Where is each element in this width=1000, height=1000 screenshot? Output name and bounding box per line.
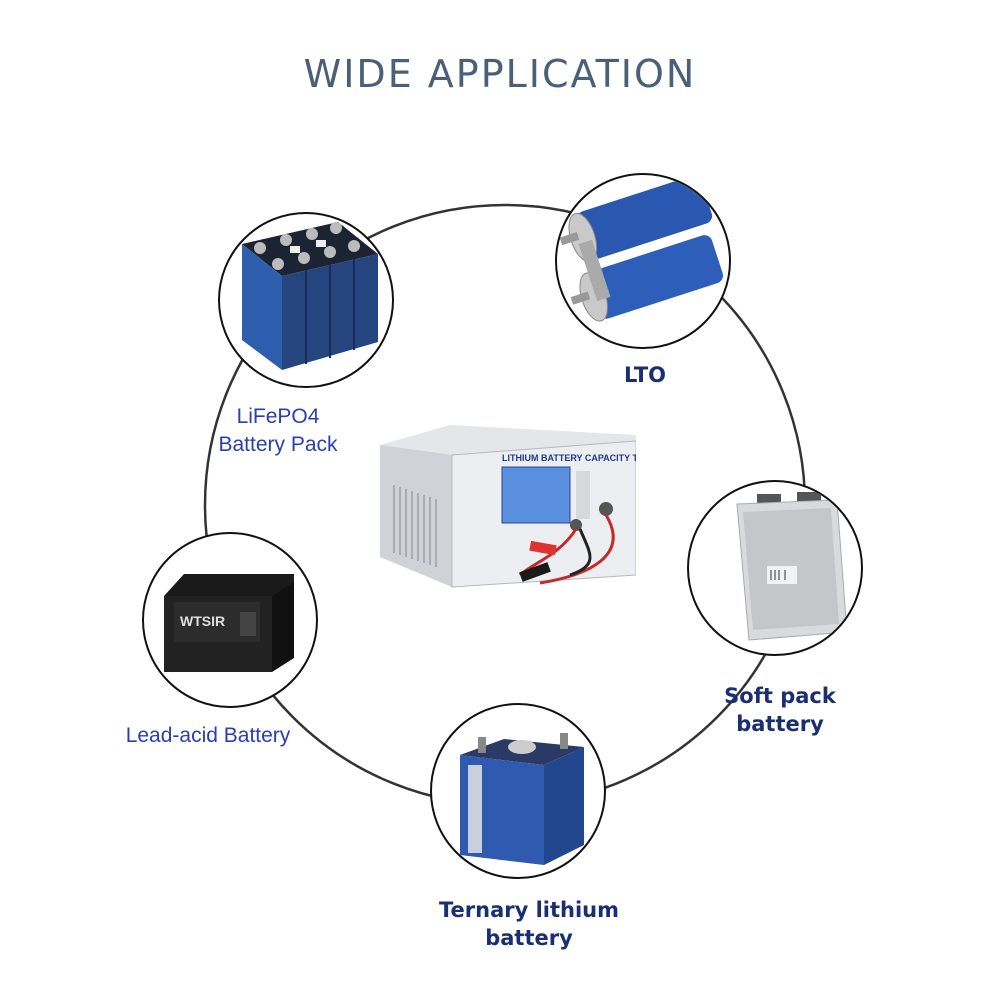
softpack-bubble [687,480,863,656]
capacity-tester-device: LITHIUM BATTERY CAPACITY TESTER [380,425,636,588]
leadacid-label: Lead-acid Battery [125,724,291,747]
softpack-label-line2: battery [736,712,824,736]
lto-cells-image [559,175,723,322]
ternary-bubble [430,703,606,879]
ternary-cell-image [460,733,584,865]
lifepo4-bubble [218,212,394,388]
ternary-label-line1: Ternary lithium [438,898,620,922]
lto-bubble [555,173,731,349]
softpack-cell-image [736,492,848,641]
device-panel-text: LITHIUM BATTERY CAPACITY TESTER [502,453,636,463]
lifepo4-label: LiFePO4 Battery Pack [190,403,366,459]
lifepo4-label-line1: LiFePO4 [236,405,320,428]
leadacid-brand-text: WTSIR [180,613,225,629]
ternary-label-line2: battery [485,926,573,950]
softpack-label-line1: Soft pack [724,684,836,708]
softpack-label: Soft pack battery [700,682,860,738]
leadacid-battery-image: WTSIR [164,574,294,672]
lto-label: LTO [623,363,667,387]
leadacid-bubble: WTSIR [142,532,318,708]
ternary-label: Ternary lithium battery [424,896,634,952]
page-title: WIDE APPLICATION [303,52,697,96]
lifepo4-label-line2: Battery Pack [218,433,338,456]
lifepo4-pack-image [242,222,378,370]
